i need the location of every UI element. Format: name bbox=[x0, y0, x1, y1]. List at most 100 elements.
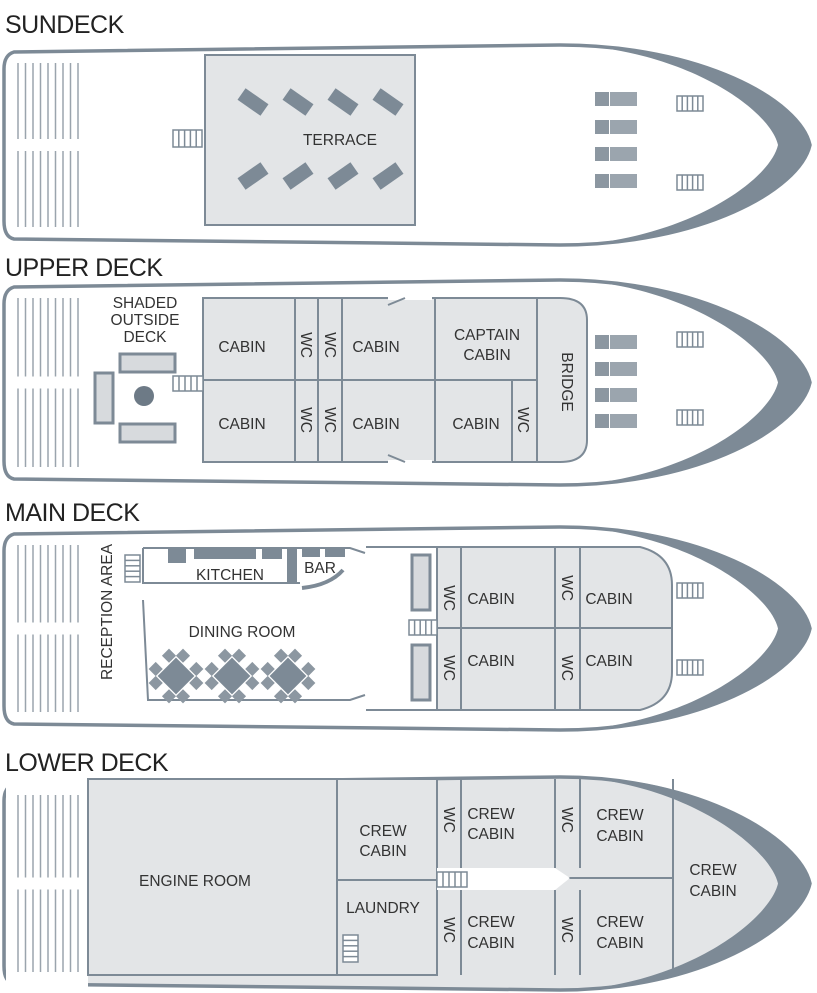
bridge-label: BRIDGE bbox=[558, 352, 575, 411]
crew-cabin-label: CREW bbox=[596, 914, 644, 931]
cabin-label: CABIN bbox=[585, 591, 632, 608]
crew-cabin-label: CREW bbox=[359, 823, 407, 840]
cabin-label: CABIN bbox=[467, 591, 514, 608]
stairs-icon bbox=[342, 934, 359, 963]
dining-chair bbox=[217, 648, 233, 663]
deck-chair bbox=[610, 120, 637, 134]
dining-room-label: DINING ROOM bbox=[189, 624, 296, 641]
stairs-icon bbox=[676, 331, 704, 348]
sun-lounger bbox=[372, 88, 404, 116]
deck-chair bbox=[610, 362, 637, 376]
lower-deck: ENGINE ROOM CREW CABIN LAUNDRY CREW CABI… bbox=[87, 778, 737, 976]
stairs-icon bbox=[676, 659, 704, 676]
sun-lounger bbox=[237, 88, 269, 116]
crew-cabin-label: CREW bbox=[467, 806, 515, 823]
dining-chair bbox=[273, 689, 289, 704]
sun-lounger bbox=[282, 88, 314, 116]
deck-chair bbox=[610, 147, 637, 161]
reception-area-label: RECEPTION AREA bbox=[99, 543, 116, 680]
main-deck-title: MAIN DECK bbox=[5, 499, 140, 527]
dining-chair bbox=[245, 661, 260, 677]
cabin-label: CABIN bbox=[218, 416, 265, 433]
stairs-icon bbox=[676, 409, 704, 426]
dining-chair bbox=[161, 689, 177, 704]
wc-label: WC bbox=[321, 332, 338, 358]
deck-chair bbox=[610, 92, 637, 106]
crew-cabin-label-2: CABIN bbox=[467, 935, 514, 952]
dining-chair bbox=[273, 648, 289, 663]
dining-table bbox=[213, 657, 251, 695]
stairs-icon bbox=[172, 375, 204, 392]
dining-chair bbox=[217, 689, 233, 704]
cabin-label: CABIN bbox=[352, 339, 399, 356]
dining-chair bbox=[301, 661, 316, 677]
deck-chair bbox=[595, 120, 609, 134]
shaded-deck-label-2: OUTSIDE bbox=[111, 312, 180, 329]
sundeck-title: SUNDECK bbox=[5, 11, 125, 39]
dining-chair bbox=[204, 675, 219, 691]
stairs-icon bbox=[408, 619, 438, 636]
terrace-area bbox=[204, 54, 416, 226]
deck-chair bbox=[610, 335, 637, 349]
bow-crescent bbox=[575, 527, 810, 730]
dining-chair bbox=[301, 675, 316, 691]
crew-cabin-label: CREW bbox=[596, 807, 644, 824]
bow-crescent bbox=[575, 777, 810, 990]
sun-lounger bbox=[327, 88, 359, 116]
cabin-label: CABIN bbox=[467, 653, 514, 670]
dining-chair bbox=[175, 689, 191, 704]
dining-chair bbox=[161, 648, 177, 663]
wc-label: WC bbox=[558, 655, 575, 681]
upper-deck: SHADED OUTSIDE DECK CABIN CABIN CABIN CA… bbox=[93, 295, 588, 464]
dining-chair bbox=[287, 689, 303, 704]
crew-cabin-label-2: CABIN bbox=[596, 828, 643, 845]
terrace-label: TERRACE bbox=[303, 132, 377, 149]
upper-deck-title: UPPER DECK bbox=[5, 254, 163, 282]
bow-crescent bbox=[575, 45, 810, 245]
stairs-icon bbox=[676, 582, 704, 599]
sun-lounger bbox=[372, 162, 404, 190]
stairs-icon bbox=[124, 554, 141, 583]
dining-chair bbox=[245, 675, 260, 691]
stairs-icon bbox=[676, 95, 704, 112]
wc-label: WC bbox=[558, 917, 575, 943]
stairs-icon bbox=[436, 871, 468, 888]
sofa-group bbox=[93, 352, 177, 444]
dining-chair bbox=[175, 648, 191, 663]
stairs-icon bbox=[676, 174, 704, 191]
wc-label: WC bbox=[440, 655, 457, 681]
dining-chair bbox=[189, 675, 204, 691]
captain-cabin-label: CAPTAIN bbox=[454, 327, 520, 344]
wc-label: WC bbox=[558, 807, 575, 833]
deck-chair bbox=[595, 362, 609, 376]
dining-table bbox=[157, 657, 195, 695]
main-deck: KITCHEN BAR DINING ROOM RECEPTION AREA C… bbox=[99, 543, 673, 711]
deck-chair bbox=[595, 147, 609, 161]
dining-chair bbox=[189, 661, 204, 677]
wc-label: WC bbox=[297, 332, 314, 358]
laundry-label: LAUNDRY bbox=[346, 900, 420, 917]
captain-cabin-label-2: CABIN bbox=[463, 347, 510, 364]
shaded-deck-label: SHADED bbox=[113, 295, 178, 312]
crew-cabin-label-2: CABIN bbox=[596, 935, 643, 952]
deck-chair bbox=[595, 92, 609, 106]
cabin-label: CABIN bbox=[452, 416, 499, 433]
dining-chair bbox=[148, 675, 163, 691]
crew-cabin-label: CREW bbox=[689, 862, 737, 879]
shaded-deck-label-3: DECK bbox=[123, 329, 167, 346]
bar-label: BAR bbox=[304, 560, 336, 577]
dining-chair bbox=[260, 661, 275, 677]
wc-label: WC bbox=[440, 917, 457, 943]
dining-chair bbox=[231, 648, 247, 663]
dining-table bbox=[269, 657, 307, 695]
dining-chair bbox=[231, 689, 247, 704]
dining-chair bbox=[287, 648, 303, 663]
engine-room-label: ENGINE ROOM bbox=[139, 873, 251, 890]
sundeck: TERRACE bbox=[204, 54, 637, 428]
wc-label: WC bbox=[440, 585, 457, 611]
wc-label: WC bbox=[440, 807, 457, 833]
stern-area bbox=[6, 780, 88, 987]
deck-chair bbox=[595, 335, 609, 349]
wc-label: WC bbox=[297, 407, 314, 433]
engine-room bbox=[87, 778, 338, 976]
